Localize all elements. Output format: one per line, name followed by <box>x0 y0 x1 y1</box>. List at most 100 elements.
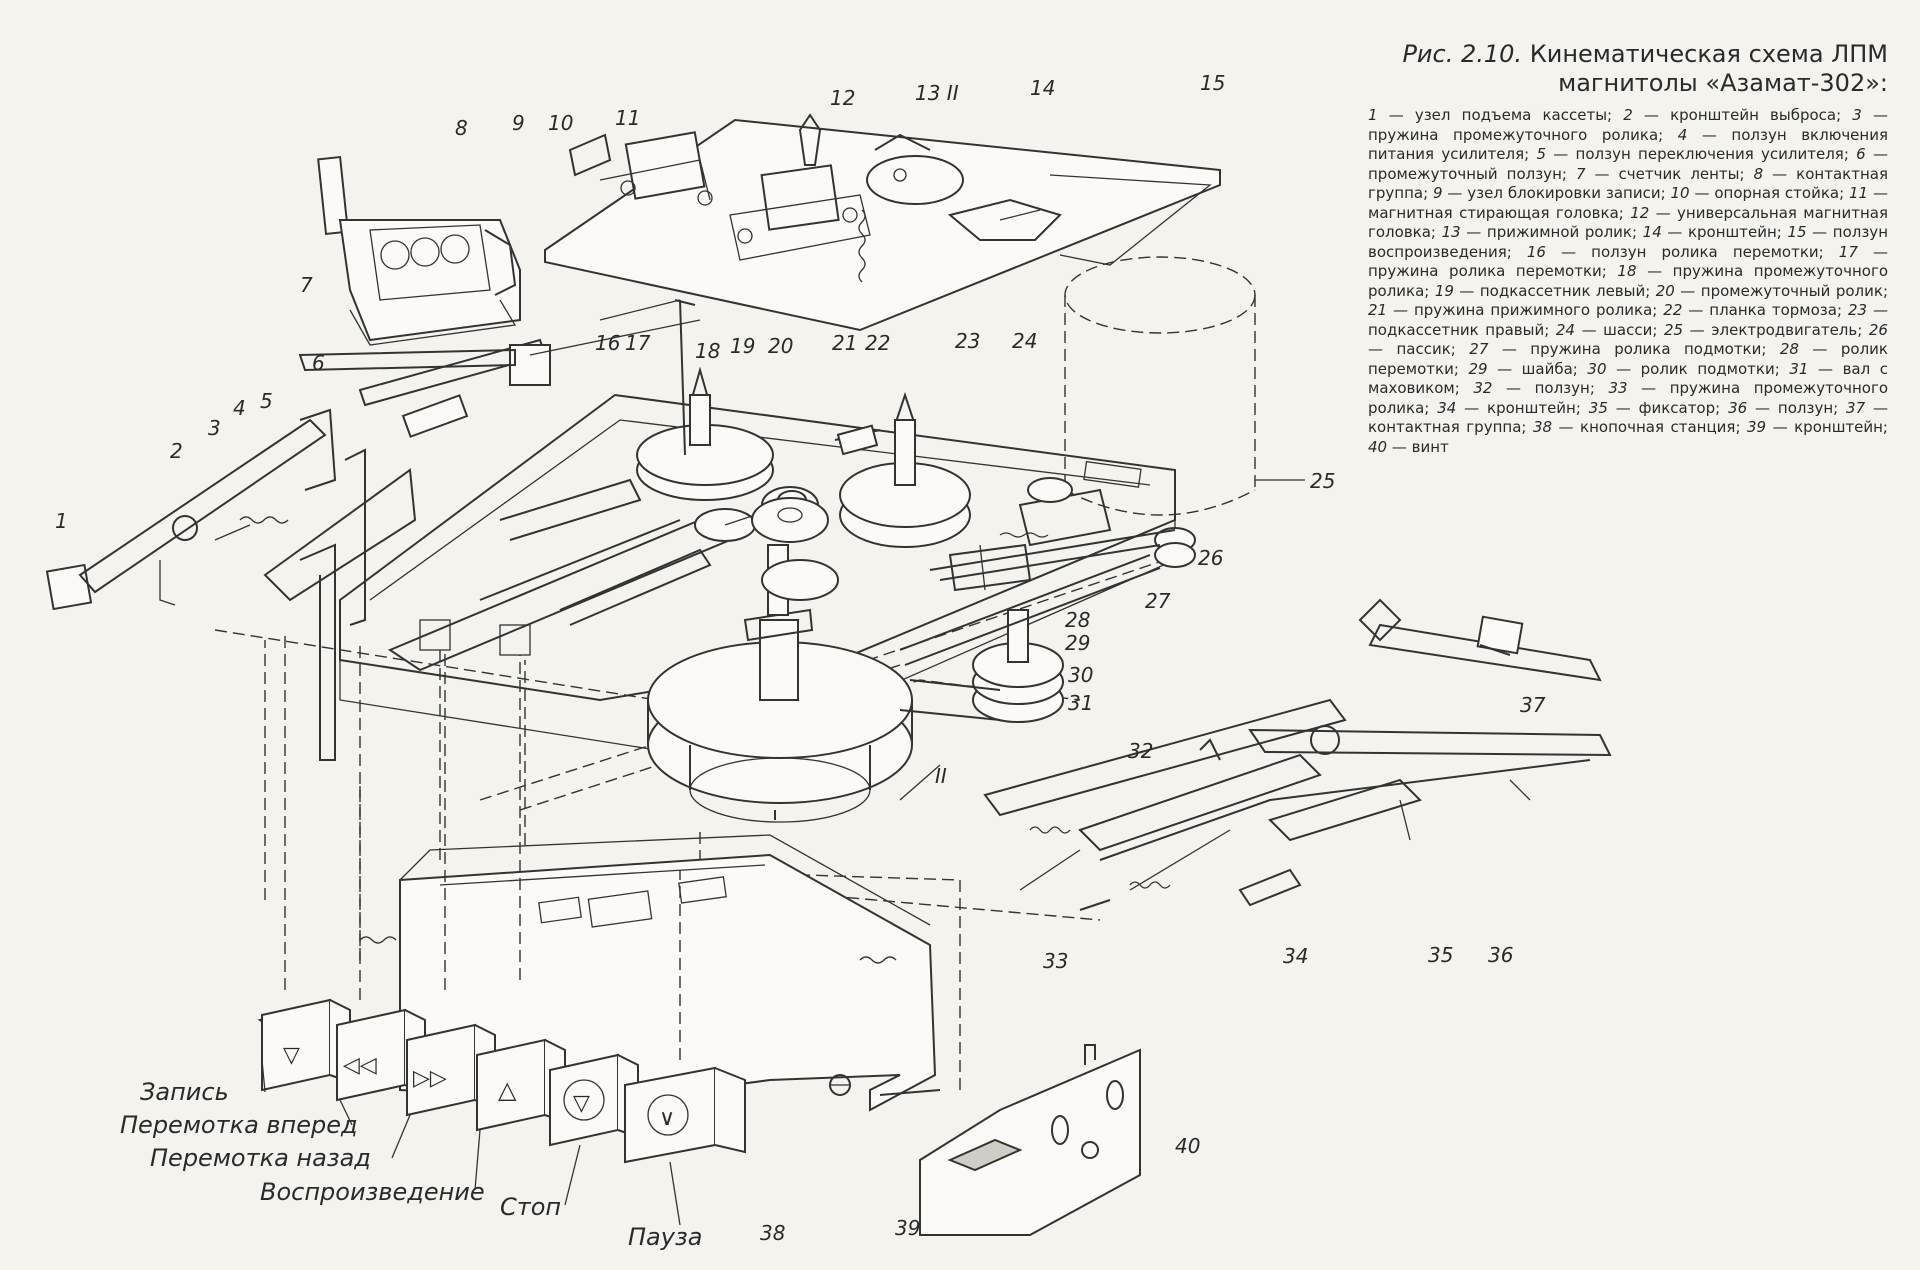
legend-item-number: 30 <box>1587 359 1607 378</box>
legend-item: 30 — ролик подмотки; <box>1587 360 1789 378</box>
figure-legend: 1 — узел подъема кассеты; 2 — кронштейн … <box>1368 106 1888 457</box>
legend-item-text: — кронштейн; <box>1456 398 1589 417</box>
legend-item-text: — ползун; <box>1747 398 1847 417</box>
legend-item-number: 15 <box>1787 223 1807 241</box>
legend-item-number: 27 <box>1469 340 1489 358</box>
legend-item: 33 — пружина промежуточного ролика; <box>1368 379 1888 417</box>
label-2: 2 <box>170 439 183 463</box>
legend-item: 1 — узел подъема кассеты; <box>1368 106 1623 124</box>
legend-item-text: — пружина ролика подмотки; <box>1488 340 1780 358</box>
legend-item: 12 — универсальная магнитная головка; <box>1368 204 1888 242</box>
caption-title: Рис. 2.10. Кинематическая схема ЛПМ магн… <box>1368 40 1888 98</box>
label-38: 38 <box>760 1221 785 1245</box>
legend-item-number: 14 <box>1642 223 1662 241</box>
legend-item-text: — контактная группа; <box>1368 164 1888 203</box>
label-rewind: Перемотка назад <box>150 1144 371 1172</box>
legend-item-number: 5 <box>1536 145 1546 163</box>
label-9: 9 <box>512 111 525 135</box>
legend-item-number: 8 <box>1753 164 1764 183</box>
label-stop: Стоп <box>500 1193 561 1221</box>
label-23: 23 <box>955 329 980 353</box>
label-18: 18 <box>695 339 720 363</box>
legend-item-number: 21 <box>1368 301 1388 319</box>
right-spindle <box>834 391 971 548</box>
legend-item-text: — кронштейн; <box>1661 223 1788 241</box>
legend-item-text: — кронштейн выброса; <box>1632 106 1853 124</box>
legend-item-text: — винт <box>1387 437 1449 456</box>
button-key-pause[interactable]: ∨ <box>624 1066 746 1164</box>
legend-item-number: 19 <box>1434 281 1454 300</box>
legend-item-text: — ползун воспроизведения; <box>1368 223 1888 261</box>
label-39: 39 <box>895 1216 920 1240</box>
legend-item-text: — кнопочная станция; <box>1552 418 1748 436</box>
label-33: 33 <box>1043 949 1068 973</box>
legend-item-number: 33 <box>1608 379 1628 397</box>
label-play: Воспроизведение <box>260 1178 485 1206</box>
legend-item-number: 36 <box>1728 398 1748 417</box>
legend-item: 37 — контактная группа; <box>1368 399 1888 437</box>
legend-item: 39 — кронштейн; <box>1747 418 1888 436</box>
label-40: 40 <box>1175 1134 1200 1158</box>
legend-item-text: — ползун включения питания усилителя; <box>1368 125 1888 164</box>
legend-item-text: — подкассетник правый; <box>1368 301 1888 339</box>
legend-item: 19 — подкассетник левый; <box>1435 282 1656 300</box>
legend-item-text: — ползун; <box>1492 379 1609 397</box>
label-10: 10 <box>548 111 573 135</box>
figure-label: Рис. 2.10. <box>1402 40 1523 68</box>
pulleys-and-belt <box>899 554 1161 723</box>
legend-item-text: — опорная стойка; <box>1689 184 1850 202</box>
label-4: 4 <box>233 396 246 420</box>
label-15: 15 <box>1200 71 1225 95</box>
legend-item-number: 23 <box>1847 301 1868 319</box>
legend-item-text: — пружина промежуточного ролика; <box>1368 379 1889 417</box>
label-1: 1 <box>55 509 68 533</box>
button-labels: Запись Перемотка вперед Перемотка назад … <box>120 1059 702 1251</box>
legend-item: 13 — прижимной ролик; <box>1442 223 1643 241</box>
rewind-icon: ◁◁ <box>343 1053 377 1078</box>
figure-title: Кинематическая схема ЛПМ магнитолы «Азам… <box>1529 40 1888 97</box>
legend-item-text: — пассик; <box>1368 340 1470 358</box>
legend-item: 14 — кронштейн; <box>1643 223 1788 241</box>
legend-item-text: — универсальная магнитная головка; <box>1368 203 1888 242</box>
figure-caption: Рис. 2.10. Кинематическая схема ЛПМ магн… <box>1368 40 1888 457</box>
legend-item-number: 3 <box>1852 106 1862 124</box>
legend-item-text: — пружина ролика перемотки; <box>1368 242 1888 281</box>
label-28: 28 <box>1065 608 1090 632</box>
legend-item-number: 31 <box>1789 359 1809 378</box>
legend-item: 40 — винт <box>1368 438 1449 456</box>
bracket-39 <box>919 1044 1141 1236</box>
legend-item: 16 — ползун ролика перемотки; <box>1527 243 1839 261</box>
legend-item-number: 28 <box>1779 340 1799 358</box>
legend-item-number: 39 <box>1747 418 1767 436</box>
legend-item-text: — ролик подмотки; <box>1606 359 1790 378</box>
legend-item: 21 — пружина прижимного ролика; <box>1368 301 1663 319</box>
legend-item-text: — промежуточный ползун; <box>1368 145 1888 183</box>
label-19: 19 <box>730 334 755 358</box>
legend-item: 2 — кронштейн выброса; <box>1623 106 1852 124</box>
label-14: 14 <box>1030 76 1055 100</box>
label-ffwd: Перемотка вперед <box>120 1111 358 1139</box>
legend-item-number: 34 <box>1437 398 1457 417</box>
legend-item: 15 — ползун воспроизведения; <box>1368 223 1888 261</box>
legend-item-number: 29 <box>1468 359 1488 378</box>
legend-item-number: 20 <box>1655 281 1675 300</box>
legend-item-number: 37 <box>1846 398 1866 417</box>
legend-item-number: 11 <box>1849 184 1869 202</box>
legend-item-text: — контактная группа; <box>1368 398 1889 437</box>
legend-item-text: — магнитная стирающая головка; <box>1368 184 1888 222</box>
label-22: 22 <box>865 331 890 355</box>
legend-item-number: 12 <box>1630 203 1650 222</box>
legend-item: 36 — ползун; <box>1728 399 1846 417</box>
label-24: 24 <box>1012 329 1037 353</box>
legend-item: 35 — фиксатор; <box>1589 399 1728 417</box>
legend-item: 3 — пружина промежуточного ролика; <box>1368 106 1888 144</box>
legend-item-number: 32 <box>1473 379 1493 397</box>
label-37: 37 <box>1520 693 1546 717</box>
label-32: 32 <box>1128 739 1153 763</box>
legend-item-text: — ролик перемотки; <box>1368 340 1888 378</box>
legend-item-text: — пружина промежуточного ролика; <box>1368 106 1888 144</box>
label-16: 16 <box>595 331 620 355</box>
contact-group-8 <box>298 338 551 438</box>
label-30: 30 <box>1068 663 1093 687</box>
label-21: 21 <box>832 331 857 355</box>
